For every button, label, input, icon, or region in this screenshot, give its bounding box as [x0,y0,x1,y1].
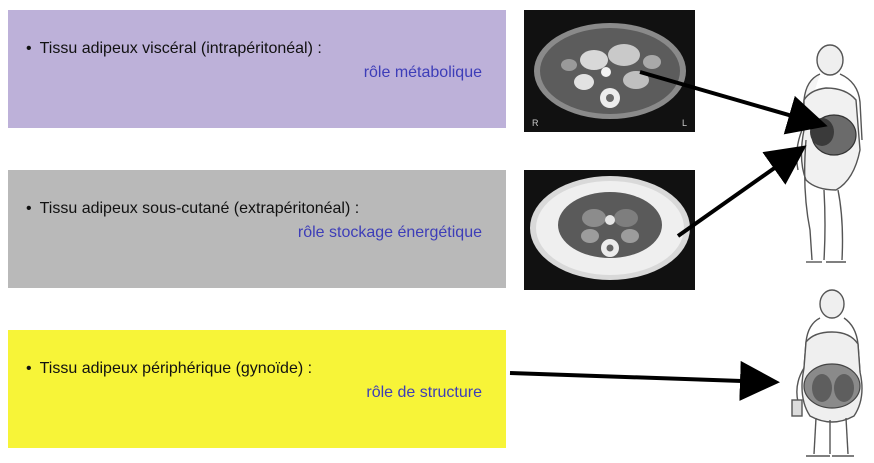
arrow-subcutaneous [678,150,800,236]
arrow-visceral [640,72,820,124]
arrow-peripheral [510,373,772,382]
